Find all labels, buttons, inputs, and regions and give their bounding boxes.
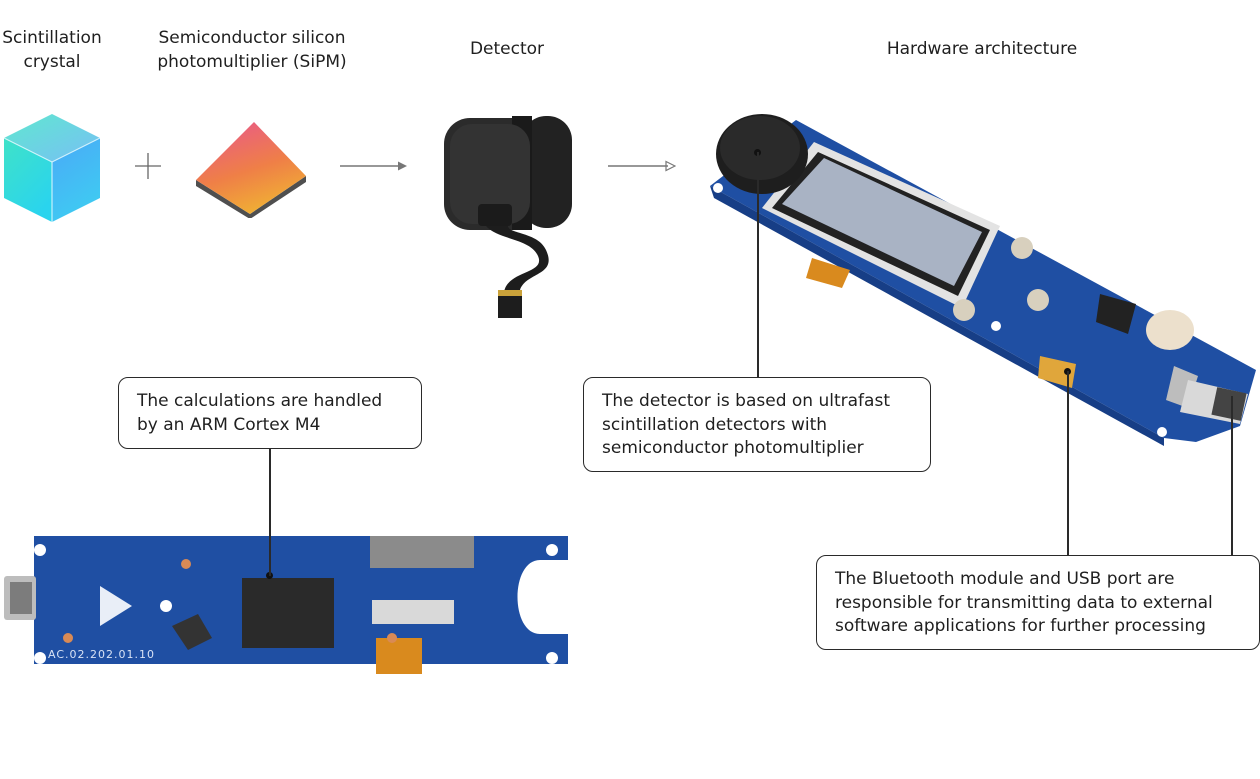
board-marking: AC.02.202.01.10: [48, 648, 155, 661]
main-board-image: [0, 530, 580, 680]
heading-sipm: Semiconductor silicon photomultiplier (S…: [157, 28, 347, 72]
usb-leader-line: [1231, 396, 1233, 555]
arrow-right-icon: [608, 159, 676, 173]
hardware-board-image: [700, 108, 1260, 448]
callout-detector: The detector is based on ultrafast scint…: [583, 377, 931, 472]
callout-arm-cortex: The calculations are handled by an ARM C…: [118, 377, 422, 449]
plus-icon: [134, 152, 162, 180]
cube-left-face: [4, 138, 52, 222]
scintillation-crystal-image: [2, 112, 102, 224]
detector-image: [438, 110, 578, 322]
bluetooth-leader-line: [1067, 371, 1069, 555]
heading-scintillation-crystal: Scintillation crystal: [2, 28, 102, 72]
cube-right-face: [52, 138, 100, 222]
detector-leader-line: [757, 152, 759, 377]
arm-leader-line: [269, 448, 271, 576]
arrow-right-icon: [340, 159, 408, 173]
heading-hardware-architecture: Hardware architecture: [886, 39, 1078, 59]
callout-bluetooth-usb: The Bluetooth module and USB port are re…: [816, 555, 1260, 650]
heading-detector: Detector: [469, 39, 545, 59]
sipm-image: [194, 120, 308, 218]
